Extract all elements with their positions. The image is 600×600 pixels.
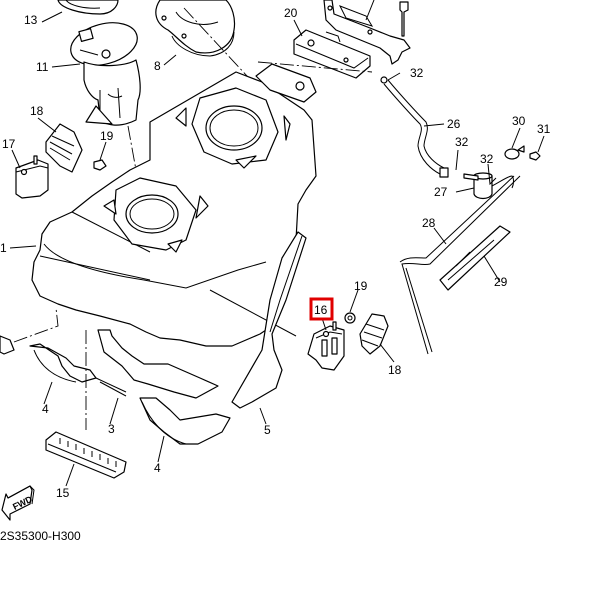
part-17-damper[interactable] xyxy=(15,155,49,199)
callout-27[interactable]: 27 xyxy=(434,185,448,199)
callout-5[interactable]: 5 xyxy=(264,423,271,437)
part-3-plate-center[interactable] xyxy=(95,329,219,399)
callout-1[interactable]: 1 xyxy=(0,241,7,255)
callout-20[interactable]: 20 xyxy=(284,6,298,20)
part-19-collar-left[interactable] xyxy=(93,159,107,171)
part-18-damper-left[interactable] xyxy=(45,123,83,173)
part-20-pad[interactable] xyxy=(293,29,371,79)
callout-32-b[interactable]: 32 xyxy=(455,135,469,149)
part-13-cap[interactable] xyxy=(57,0,119,15)
part-1-fuel-tank[interactable] xyxy=(31,61,373,347)
callout-15[interactable]: 15 xyxy=(56,486,70,500)
small-block-left xyxy=(0,307,59,355)
callout-28[interactable]: 28 xyxy=(422,216,436,230)
callout-30[interactable]: 30 xyxy=(512,114,526,128)
part-16-damper[interactable] xyxy=(307,321,345,371)
callout-17[interactable]: 17 xyxy=(2,137,16,151)
part-27-filter[interactable] xyxy=(463,172,514,200)
part-30-clamp[interactable] xyxy=(504,145,525,160)
part-29-protector[interactable] xyxy=(439,225,511,291)
part-26-breather-hose[interactable] xyxy=(380,76,449,178)
callout-8[interactable]: 8 xyxy=(154,59,161,73)
callout-16[interactable]: 16 xyxy=(314,303,328,317)
callout-26[interactable]: 26 xyxy=(447,117,461,131)
leader-lines xyxy=(9,11,545,487)
callout-4-a[interactable]: 4 xyxy=(42,402,49,416)
callout-13[interactable]: 13 xyxy=(24,13,38,27)
callout-labels: 13 11 8 20 32 18 19 17 26 30 31 32 32 27… xyxy=(0,6,551,500)
bracket-top-right[interactable] xyxy=(323,0,411,65)
reference-code: 2S35300-H300 xyxy=(0,529,81,543)
part-4-plate-left[interactable] xyxy=(29,343,97,383)
fwd-arrow-icon: FWD xyxy=(1,485,35,521)
callout-32-a[interactable]: 32 xyxy=(410,66,424,80)
part-15-pad[interactable] xyxy=(45,330,127,479)
highlight-box xyxy=(309,297,334,321)
part-31-bolt[interactable] xyxy=(529,151,541,161)
callout-3[interactable]: 3 xyxy=(108,422,115,436)
callout-19-a[interactable]: 19 xyxy=(100,129,114,143)
callout-18-a[interactable]: 18 xyxy=(30,104,44,118)
part-4-plate-right[interactable] xyxy=(139,397,231,445)
part-11-fuel-pump[interactable] xyxy=(66,16,149,237)
part-28-overflow-hose[interactable] xyxy=(399,175,521,355)
callout-29[interactable]: 29 xyxy=(494,275,508,289)
callout-18-b[interactable]: 18 xyxy=(388,363,402,377)
callout-19-b[interactable]: 19 xyxy=(354,279,368,293)
part-19-collar-right[interactable] xyxy=(344,312,356,324)
part-5-side-cover[interactable] xyxy=(231,231,307,409)
part-18-damper-right[interactable] xyxy=(359,313,389,355)
callout-4-b[interactable]: 4 xyxy=(154,461,161,475)
callout-11[interactable]: 11 xyxy=(36,60,49,74)
callout-31[interactable]: 31 xyxy=(537,122,551,136)
callout-32-c[interactable]: 32 xyxy=(480,152,494,166)
